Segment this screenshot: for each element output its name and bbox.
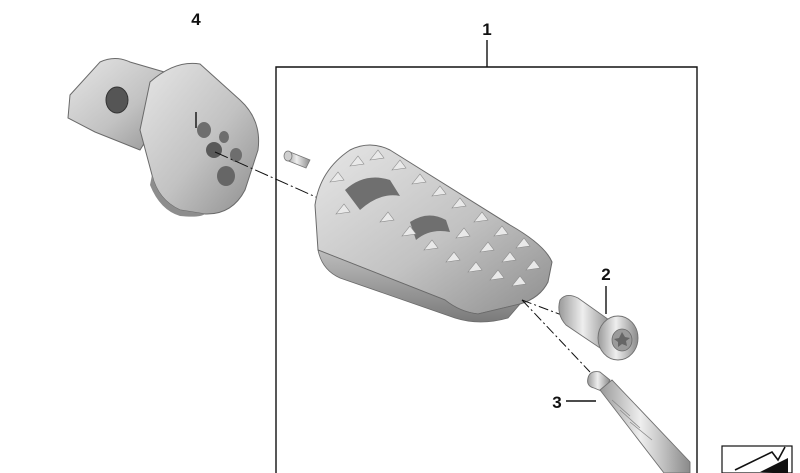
threaded-pin xyxy=(566,371,691,473)
torx-bolt xyxy=(558,286,639,361)
callout-1: 1 xyxy=(482,20,491,39)
callout-4: 4 xyxy=(191,10,201,29)
pin-axis-line xyxy=(521,299,591,373)
dowel-pin xyxy=(283,150,311,169)
footrest-peg xyxy=(314,144,553,323)
footrest-bracket xyxy=(67,58,260,217)
callout-2: 2 xyxy=(601,265,610,284)
grip-teeth xyxy=(329,149,541,287)
assembly-frame xyxy=(275,40,698,473)
bolt-axis-line xyxy=(521,299,576,321)
parts-catalog-arrow-icon xyxy=(721,445,793,473)
callout-3: 3 xyxy=(552,393,561,412)
